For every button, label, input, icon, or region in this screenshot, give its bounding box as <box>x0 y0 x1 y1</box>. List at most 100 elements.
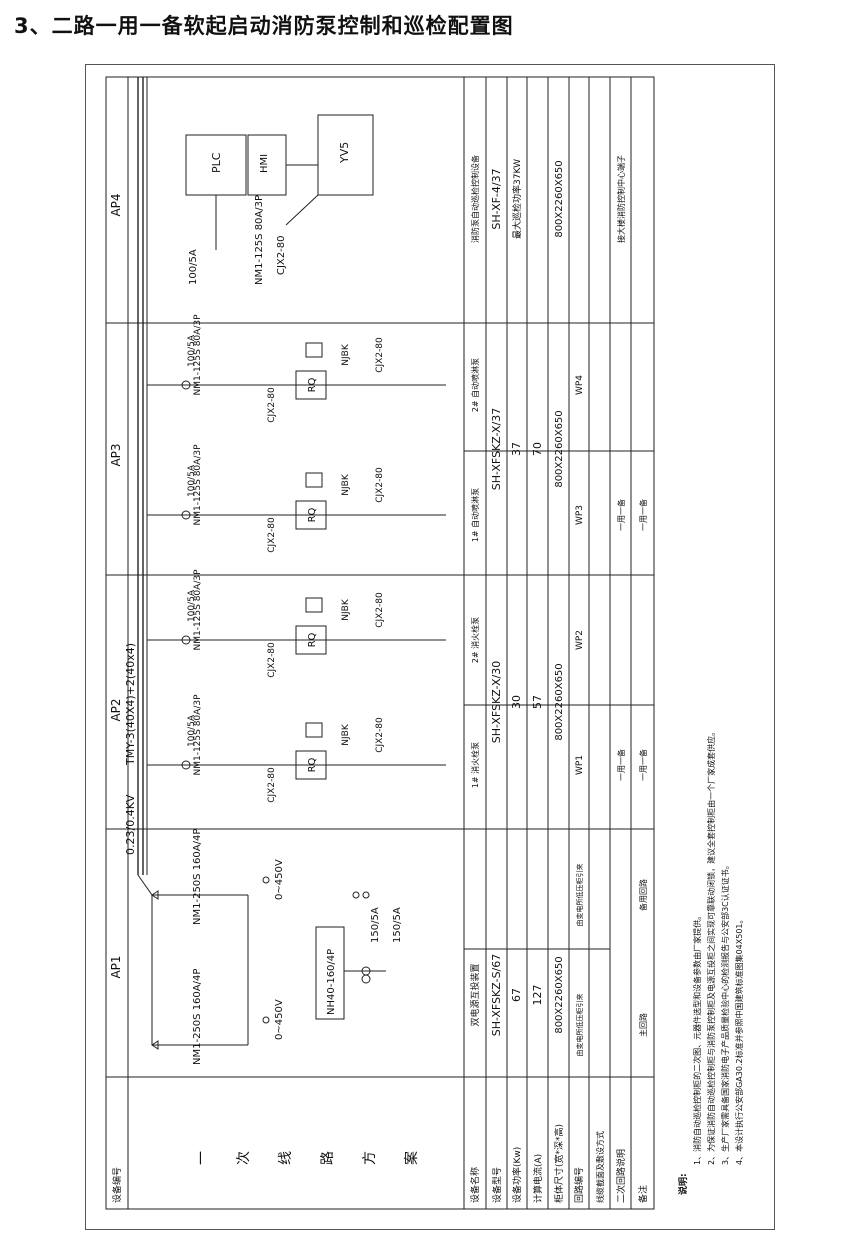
ct-symbol <box>181 510 191 520</box>
note-2: 2、为保证消防自动巡检控制柜与消防泵控制柜及电源互投柜之间实现可靠联动闭锁，建议… <box>706 728 716 1165</box>
ap3-power: 37 <box>510 442 523 456</box>
ap2-name1: 1# 消火栓泵 <box>470 742 480 788</box>
contactor-label: CJX2-80 <box>375 592 385 628</box>
pump-breaker-label: NM1-125S 80A/3P <box>193 444 203 526</box>
ap1-ats: NH40-160/4P <box>326 949 337 1015</box>
ap1-ct2: 150/5A <box>392 907 403 943</box>
ap2-secondary1: 一用一备 <box>616 749 626 781</box>
ap4-contactor: CJX2-80 <box>276 236 287 275</box>
ap1-meter1: 0~450V <box>274 999 285 1040</box>
hdr-model: 设备型号 <box>491 1167 503 1203</box>
ap1-model: SH-XFSKZ-S/67 <box>490 954 503 1037</box>
hdr-power: 设备功率(Kw) <box>511 1147 523 1203</box>
thermal-relay-box <box>305 722 323 738</box>
hdr-remark: 备注 <box>637 1185 649 1203</box>
ap3-name1: 1# 自动喷淋泵 <box>470 488 480 542</box>
scheme-char: 一 <box>194 1151 210 1165</box>
ap4-cabinet: 800X2260X650 <box>554 160 565 237</box>
ct-label: 100/5A <box>187 589 197 622</box>
thermal-relay-box <box>305 597 323 613</box>
scheme-char: 路 <box>320 1151 336 1165</box>
scheme-char: 案 <box>403 1151 420 1165</box>
hdr-cable: 线缆截面及敷设方式 <box>595 1131 605 1203</box>
contactor-label: CJX2-80 <box>267 767 277 803</box>
contactor-label: CJX2-80 <box>375 337 385 373</box>
notes-heading: 说明: <box>677 1173 689 1195</box>
ap2-power: 30 <box>510 695 523 709</box>
ap3-current: 70 <box>531 442 544 456</box>
ap1-remark1: 主回路 <box>638 1013 648 1037</box>
hdr-name: 设备名称 <box>469 1167 481 1203</box>
ct-label: 100/5A <box>187 714 197 747</box>
thermal-relay-box <box>305 472 323 488</box>
ap3-name2: 2# 自动喷淋泵 <box>470 358 480 412</box>
ct-label: 100/5A <box>187 464 197 497</box>
ap2-secondary2: 一用一备 <box>638 749 648 781</box>
note-4: 4、本设计执行公安部GA30.2标准并参照中国建筑标准图集04X501。 <box>734 915 744 1165</box>
ap1-power: 67 <box>510 988 523 1002</box>
softstarter-label: RQ <box>307 757 318 772</box>
scheme-char: 线 <box>278 1151 294 1165</box>
hdr-cabinet: 柜体尺寸(宽*深*高) <box>553 1124 565 1203</box>
scheme-char: 方 <box>362 1151 378 1165</box>
pump-breaker-label: NM1-125S 80A/3P <box>193 694 203 776</box>
thermal-relay-box <box>305 342 323 358</box>
ap2-name2: 2# 消火栓泵 <box>470 617 480 663</box>
ct-symbol <box>181 380 191 390</box>
contactor-label: CJX2-80 <box>267 642 277 678</box>
thermal-relay-label: NJBK <box>341 723 351 746</box>
thermal-relay-label: NJBK <box>341 598 351 621</box>
ct-label: 100/5A <box>187 334 197 367</box>
note-1: 1、消防自动巡检控制柜的二次图、元器件选型和设备参数由厂家提供。 <box>692 912 702 1165</box>
ap2-model: SH-XFSKZ-X/30 <box>490 661 503 744</box>
ap3-circuit1: WP3 <box>575 505 585 525</box>
ap4-remark: 接大楼消防控制中心端子 <box>616 155 626 243</box>
ap3-secondary2: 一用一备 <box>638 499 648 531</box>
hdr-current: 计算电流(A) <box>532 1154 544 1203</box>
ap1-name: 双电源互投装置 <box>469 963 481 1026</box>
ap3-section: AP3 <box>109 443 123 466</box>
ap2-current: 57 <box>531 695 544 709</box>
ap4-model: SH-XF-4/37 <box>490 168 503 229</box>
ap4-breaker: NM1-125S 80A/3P <box>254 195 265 285</box>
drawing-frame: AP1 AP2 AP3 AP4 0.23/0.4KV TMY-3(40X4)+2… <box>85 64 775 1230</box>
softstarter-label: RQ <box>307 507 318 522</box>
ap3-secondary1: 一用一备 <box>616 499 626 531</box>
ap1-ct1: 150/5A <box>370 907 381 943</box>
ap4-ct: 100/5A <box>188 249 199 285</box>
contactor-label: CJX2-80 <box>267 387 277 423</box>
ap1-section: AP1 <box>109 955 123 978</box>
ap4-power: 最大巡检功率37KW <box>511 159 523 239</box>
bus-spec: TMY-3(40X4)+2(40x4) <box>124 643 137 766</box>
ap3-cabinet: 800X2260X650 <box>554 410 565 487</box>
pump-breaker-label: NM1-125S 80A/3P <box>193 314 203 396</box>
ap2-cabinet: 800X2260X650 <box>554 663 565 740</box>
schematic-drawing: AP1 AP2 AP3 AP4 0.23/0.4KV TMY-3(40X4)+2… <box>105 76 744 1210</box>
ap2-section: AP2 <box>109 698 123 721</box>
ap4-plc: PLC <box>210 152 223 173</box>
scheme-char: 次 <box>236 1151 252 1165</box>
page-title: 3、二路一用一备软起启动消防泵控制和巡检配置图 <box>14 14 514 38</box>
contactor-label: CJX2-80 <box>375 467 385 503</box>
scheme-label: 一次线路方案 <box>194 1151 420 1165</box>
pump-breaker-label: NM1-125S 80A/3P <box>193 569 203 651</box>
ap3-circuit2: WP4 <box>575 375 585 395</box>
ct-symbol <box>181 760 191 770</box>
hdr-device-no: 设备编号 <box>111 1167 123 1203</box>
ap1-circuit1: 由变电所低压柜引来 <box>575 994 584 1057</box>
ct-symbol <box>181 635 191 645</box>
ap4-hmi: HMI <box>259 154 270 173</box>
note-3: 3、生产厂家需具备国家消防电子产品质量检验中心的检测报告与公安部3C认证证书。 <box>720 861 730 1165</box>
ap4-section: AP4 <box>109 193 123 216</box>
ap1-current: 127 <box>531 985 544 1006</box>
thermal-relay-label: NJBK <box>341 343 351 366</box>
ap1-breaker2: NM1-250S 160A/4P <box>192 829 203 925</box>
ap2-circuit2: WP2 <box>575 630 585 650</box>
hdr-circuit: 回路编号 <box>573 1167 585 1203</box>
softstarter-label: RQ <box>307 632 318 647</box>
ap3-model: SH-XFSKZ-X/37 <box>490 408 503 491</box>
softstarter-label: RQ <box>307 377 318 392</box>
hdr-secondary: 二次回路说明 <box>615 1149 627 1203</box>
ap1-breaker1: NM1-250S 160A/4P <box>192 969 203 1065</box>
